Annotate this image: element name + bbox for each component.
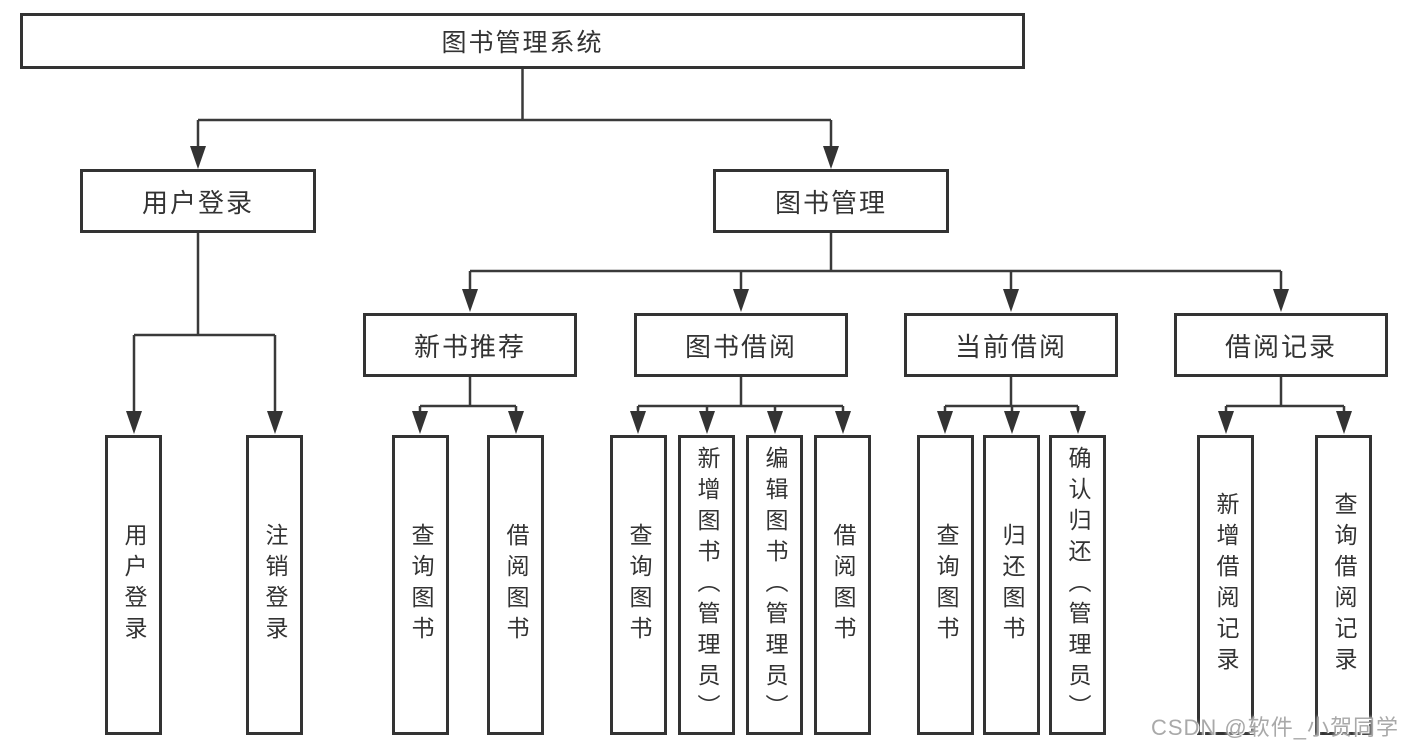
node-new-book-recommend: 新书推荐 (363, 313, 577, 377)
leaf-edit-book-admin: 编辑图书（管理员） (746, 435, 803, 735)
leaf-borrow-books-2: 借阅图书 (814, 435, 871, 735)
leaf-label: 用户登录 (121, 523, 147, 647)
node-label: 图书管理系统 (441, 29, 604, 57)
leaf-label: 查询借阅记录 (1331, 492, 1357, 678)
leaf-label: 新增借阅记录 (1213, 492, 1239, 678)
leaf-label: 查询图书 (933, 523, 959, 647)
csdn-watermark: CSDN @软件_小贺同学 (1150, 715, 1399, 740)
leaf-label: 查询图书 (626, 523, 652, 647)
leaf-add-book-admin: 新增图书（管理员） (678, 435, 735, 735)
leaf-add-borrow-record: 新增借阅记录 (1197, 435, 1254, 735)
node-borrow-records: 借阅记录 (1174, 313, 1388, 377)
leaf-logout: 注销登录 (246, 435, 303, 735)
node-user-login: 用户登录 (80, 169, 316, 233)
leaf-label: 确认归还（管理员） (1065, 445, 1091, 725)
leaf-label: 归还图书 (999, 523, 1025, 647)
leaf-borrow-books-1: 借阅图书 (487, 435, 544, 735)
leaf-label: 借阅图书 (503, 523, 529, 647)
leaf-label: 注销登录 (262, 523, 288, 647)
node-label: 借阅记录 (1224, 331, 1337, 362)
node-label: 当前借阅 (954, 331, 1067, 362)
node-label: 图书管理 (774, 187, 887, 218)
node-label: 图书借阅 (684, 331, 797, 362)
node-book-borrow: 图书借阅 (634, 313, 848, 377)
leaf-query-books-1: 查询图书 (392, 435, 449, 735)
node-root-library-system: 图书管理系统 (20, 13, 1025, 69)
node-label: 用户登录 (141, 187, 254, 218)
leaf-query-books-3: 查询图书 (917, 435, 974, 735)
node-book-management: 图书管理 (713, 169, 949, 233)
leaf-query-books-2: 查询图书 (610, 435, 667, 735)
leaf-query-borrow-record: 查询借阅记录 (1315, 435, 1372, 735)
node-current-borrow: 当前借阅 (904, 313, 1118, 377)
node-label: 新书推荐 (413, 331, 526, 362)
leaf-label: 借阅图书 (830, 523, 856, 647)
leaf-confirm-return-admin: 确认归还（管理员） (1049, 435, 1106, 735)
leaf-label: 编辑图书（管理员） (762, 445, 788, 725)
leaf-return-book: 归还图书 (983, 435, 1040, 735)
leaf-label: 新增图书（管理员） (694, 445, 720, 725)
leaf-user-login: 用户登录 (105, 435, 162, 735)
arrowheads (126, 146, 1352, 434)
leaf-label: 查询图书 (408, 523, 434, 647)
